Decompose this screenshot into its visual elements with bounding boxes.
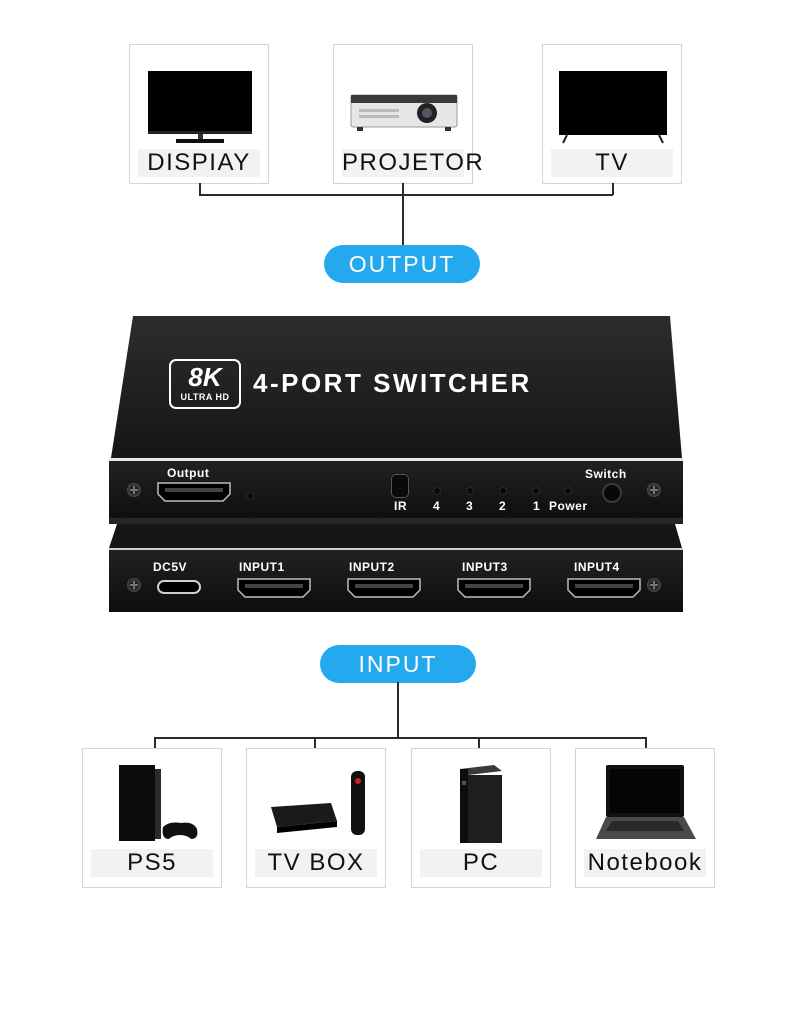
led-power: [565, 488, 571, 494]
led-label-power: Power: [549, 499, 588, 513]
pc-tower-icon: [460, 765, 502, 843]
ir-label: IR: [394, 499, 407, 513]
hdmi-output-port: [157, 482, 231, 502]
input-4-label: INPUT4: [574, 560, 620, 574]
ir-sensor: [391, 474, 409, 498]
switch-button[interactable]: [602, 483, 622, 503]
hdmi-input-1-port: [237, 578, 311, 598]
input-connector-1: [154, 737, 156, 749]
device-title: 4-PORT SWITCHER: [253, 368, 532, 398]
output-port-label: Output: [167, 466, 210, 480]
usb-c-power-port: [157, 580, 201, 594]
hdmi-input-4-port: [567, 578, 641, 598]
output-connector-left: [199, 183, 201, 195]
output-card-display: DISPIAY: [129, 44, 269, 184]
switcher-device: 8K ULTRA HD 4-PORT SWITCHER Output IR 4 …: [105, 312, 687, 617]
input-3-label: INPUT3: [462, 560, 508, 574]
monitor-icon: [148, 71, 252, 143]
switcher-body: [109, 316, 683, 612]
hdmi-input-2-port: [347, 578, 421, 598]
input-card-notebook: Notebook: [575, 748, 715, 888]
led-label-3: 3: [466, 499, 474, 513]
led-input-4: [434, 488, 440, 494]
8k-badge-main: 8K: [188, 362, 222, 392]
input-connector-3: [478, 737, 480, 749]
led-label-2: 2: [499, 499, 507, 513]
ps5-console-icon: [119, 765, 198, 841]
status-led: [247, 493, 253, 499]
tv-icon: [559, 71, 667, 144]
led-label-4: 4: [433, 499, 441, 513]
screw-icon: [127, 483, 141, 497]
laptop-icon: [596, 765, 696, 839]
input-label-pc: PC: [420, 849, 542, 877]
output-card-projector: PROJETOR: [333, 44, 485, 184]
output-connector-center: [402, 183, 404, 195]
8k-badge: 8K ULTRA HD: [169, 359, 241, 409]
tv-box-icon: [271, 771, 365, 835]
led-input-2: [500, 488, 506, 494]
dc-label: DC5V: [153, 560, 188, 574]
input-1-label: INPUT1: [239, 560, 285, 574]
screw-icon: [127, 578, 141, 592]
led-input-3: [467, 488, 473, 494]
input-label-tv-box: TV BOX: [255, 849, 377, 877]
8k-badge-sub: ULTRA HD: [180, 392, 230, 402]
input-connector-4: [645, 737, 647, 749]
led-label-1: 1: [533, 499, 541, 513]
output-connector-stem: [402, 194, 404, 246]
input-2-label: INPUT2: [349, 560, 395, 574]
hdmi-input-3-port: [457, 578, 531, 598]
output-card-tv: TV: [542, 44, 682, 184]
output-connector-bar: [199, 194, 613, 196]
input-card-tv-box: TV BOX: [246, 748, 386, 888]
input-connector-bar: [154, 737, 646, 739]
output-badge: OUTPUT: [324, 245, 480, 283]
output-label-display: DISPIAY: [138, 149, 260, 177]
input-connector-2: [314, 737, 316, 749]
input-card-pc: PC: [411, 748, 551, 888]
output-label-tv: TV: [551, 149, 673, 177]
projector-icon: [350, 94, 458, 131]
input-connector-stem: [397, 682, 399, 738]
screw-icon: [647, 578, 661, 592]
input-label-ps5: PS5: [91, 849, 213, 877]
input-label-notebook: Notebook: [584, 849, 706, 877]
output-connector-right: [612, 183, 614, 195]
switch-label: Switch: [585, 467, 627, 481]
screw-icon: [647, 483, 661, 497]
input-card-ps5: PS5: [82, 748, 222, 888]
output-label-projector: PROJETOR: [342, 149, 485, 177]
input-badge: INPUT: [320, 645, 476, 683]
led-input-1: [533, 488, 539, 494]
